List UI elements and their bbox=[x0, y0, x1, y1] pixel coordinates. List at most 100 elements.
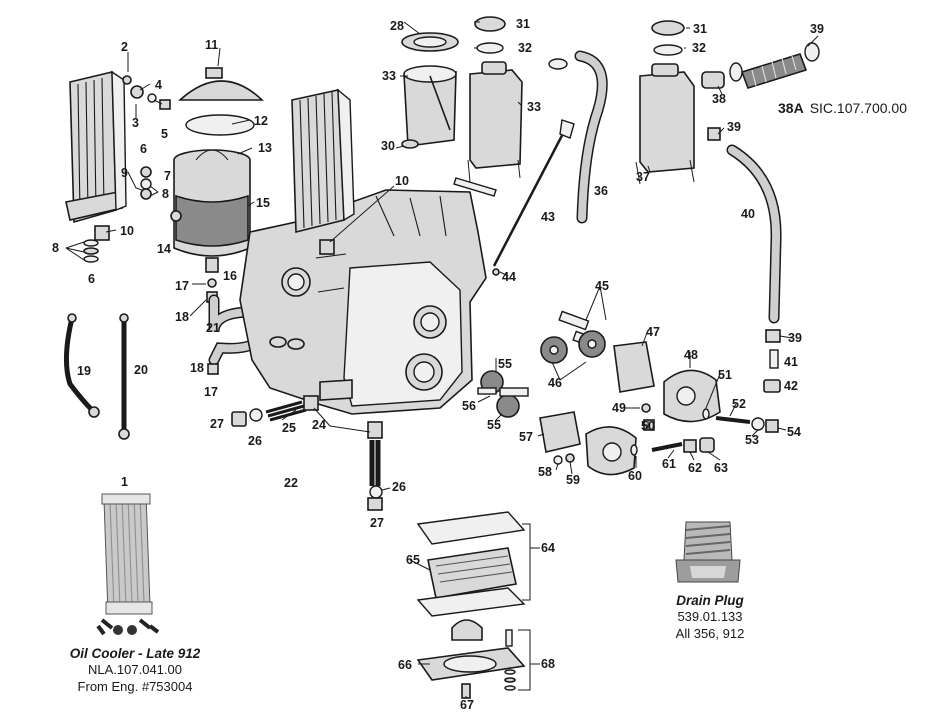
oil-tank-right bbox=[635, 20, 820, 185]
cooler-hardware bbox=[83, 75, 171, 263]
oil-cooler-drawing bbox=[65, 70, 127, 224]
leader-lines bbox=[65, 21, 819, 698]
callout-68: 68 bbox=[541, 657, 555, 671]
oil-cooler-caption: Oil Cooler - Late 912 NLA.107.041.00 Fro… bbox=[40, 646, 230, 695]
callout-18b: 18 bbox=[190, 361, 204, 375]
callout-32b: 32 bbox=[692, 41, 706, 55]
callout-50: 50 bbox=[641, 419, 655, 433]
callout-18: 18 bbox=[175, 310, 189, 324]
callout-27: 27 bbox=[210, 417, 224, 431]
relief-valve-parts bbox=[231, 395, 383, 511]
drain-plug-title: Drain Plug bbox=[676, 593, 744, 608]
callout-33: 33 bbox=[382, 69, 396, 83]
callout-39: 39 bbox=[810, 22, 824, 36]
callout-27b: 27 bbox=[370, 516, 384, 530]
callout-numbers: 1 2 3 4 5 6 6 7 8 8 9 10 10 11 12 13 14 … bbox=[52, 17, 824, 712]
callout-12: 12 bbox=[254, 114, 268, 128]
side-label-part: SIC.107.700.00 bbox=[809, 100, 907, 116]
oil-cooler-part-number: NLA.107.041.00 bbox=[88, 662, 182, 677]
callout-30: 30 bbox=[381, 139, 395, 153]
callout-39b: 39 bbox=[727, 120, 741, 134]
callout-36: 36 bbox=[594, 184, 608, 198]
drain-plug-note: All 356, 912 bbox=[675, 626, 745, 641]
callout-17b: 17 bbox=[204, 385, 218, 399]
callout-21: 21 bbox=[206, 321, 220, 335]
callout-22: 22 bbox=[284, 476, 298, 490]
oil-pressure-lines bbox=[63, 313, 130, 440]
callout-65: 65 bbox=[406, 553, 420, 567]
callout-19: 19 bbox=[77, 364, 91, 378]
callout-58: 58 bbox=[538, 465, 552, 479]
callout-52: 52 bbox=[732, 397, 746, 411]
callout-40: 40 bbox=[741, 207, 755, 221]
callout-53: 53 bbox=[745, 433, 759, 447]
callout-55: 55 bbox=[498, 357, 512, 371]
side-label-38a: 38A SIC.107.700.00 bbox=[778, 100, 907, 116]
callout-10: 10 bbox=[120, 224, 134, 238]
callout-63: 63 bbox=[714, 461, 728, 475]
callout-45: 45 bbox=[595, 279, 609, 293]
callout-4: 4 bbox=[155, 78, 162, 92]
callout-32: 32 bbox=[518, 41, 532, 55]
callout-46: 46 bbox=[548, 376, 562, 390]
callout-16: 16 bbox=[223, 269, 237, 283]
callout-8: 8 bbox=[162, 187, 169, 201]
callout-17: 17 bbox=[175, 279, 189, 293]
callout-3: 3 bbox=[132, 116, 139, 130]
sump-plate-group bbox=[416, 511, 526, 699]
callout-20: 20 bbox=[134, 363, 148, 377]
callout-55b: 55 bbox=[487, 418, 501, 432]
callout-8b: 8 bbox=[52, 241, 59, 255]
callout-38: 38 bbox=[712, 92, 726, 106]
callout-6b: 6 bbox=[88, 272, 95, 286]
callout-31: 31 bbox=[516, 17, 530, 31]
drain-plug-part-number: 539.01.133 bbox=[677, 609, 743, 624]
callout-25: 25 bbox=[282, 421, 296, 435]
oil-tank-center bbox=[401, 16, 523, 197]
callout-49: 49 bbox=[612, 401, 626, 415]
callout-13: 13 bbox=[258, 141, 272, 155]
oil-cooler-note: From Eng. #753004 bbox=[77, 679, 193, 694]
callout-41: 41 bbox=[784, 355, 798, 369]
callout-10b: 10 bbox=[395, 174, 409, 188]
callout-26: 26 bbox=[248, 434, 262, 448]
callout-47: 47 bbox=[646, 325, 660, 339]
callout-33b: 33 bbox=[527, 100, 541, 114]
late-912-cooler-photo bbox=[96, 493, 160, 636]
callout-61: 61 bbox=[662, 457, 676, 471]
callout-5: 5 bbox=[161, 127, 168, 141]
return-hose-40 bbox=[726, 144, 782, 393]
callout-57: 57 bbox=[519, 430, 533, 444]
crankcase-drawing bbox=[239, 189, 487, 415]
callout-31b: 31 bbox=[693, 22, 707, 36]
callout-67: 67 bbox=[460, 698, 474, 712]
callout-6: 6 bbox=[140, 142, 147, 156]
callout-7: 7 bbox=[164, 169, 171, 183]
callout-62: 62 bbox=[688, 461, 702, 475]
oil-filter-drawing bbox=[170, 67, 265, 303]
callout-11: 11 bbox=[205, 38, 218, 52]
callout-2: 2 bbox=[121, 40, 128, 54]
callout-60: 60 bbox=[628, 469, 642, 483]
engine-oil-cooler-drawing bbox=[291, 88, 355, 255]
callout-1: 1 bbox=[121, 475, 128, 489]
callout-28: 28 bbox=[390, 19, 404, 33]
callout-56: 56 bbox=[462, 399, 476, 413]
callout-54: 54 bbox=[787, 425, 801, 439]
callout-59: 59 bbox=[566, 473, 580, 487]
dipstick-drawing bbox=[492, 119, 575, 276]
callout-37: 37 bbox=[636, 170, 650, 184]
callout-66: 66 bbox=[398, 658, 412, 672]
oil-cooler-title: Oil Cooler - Late 912 bbox=[69, 646, 201, 661]
callout-14: 14 bbox=[157, 242, 171, 256]
callout-26b: 26 bbox=[392, 480, 406, 494]
oil-pump-group bbox=[477, 310, 779, 476]
callout-64: 64 bbox=[541, 541, 555, 555]
callout-48: 48 bbox=[684, 348, 698, 362]
callout-51: 51 bbox=[718, 368, 732, 382]
drain-plug-caption: Drain Plug 539.01.133 All 356, 912 bbox=[640, 593, 780, 642]
side-label-number: 38A bbox=[778, 100, 804, 116]
callout-39c: 39 bbox=[788, 331, 802, 345]
callout-24: 24 bbox=[312, 418, 326, 432]
